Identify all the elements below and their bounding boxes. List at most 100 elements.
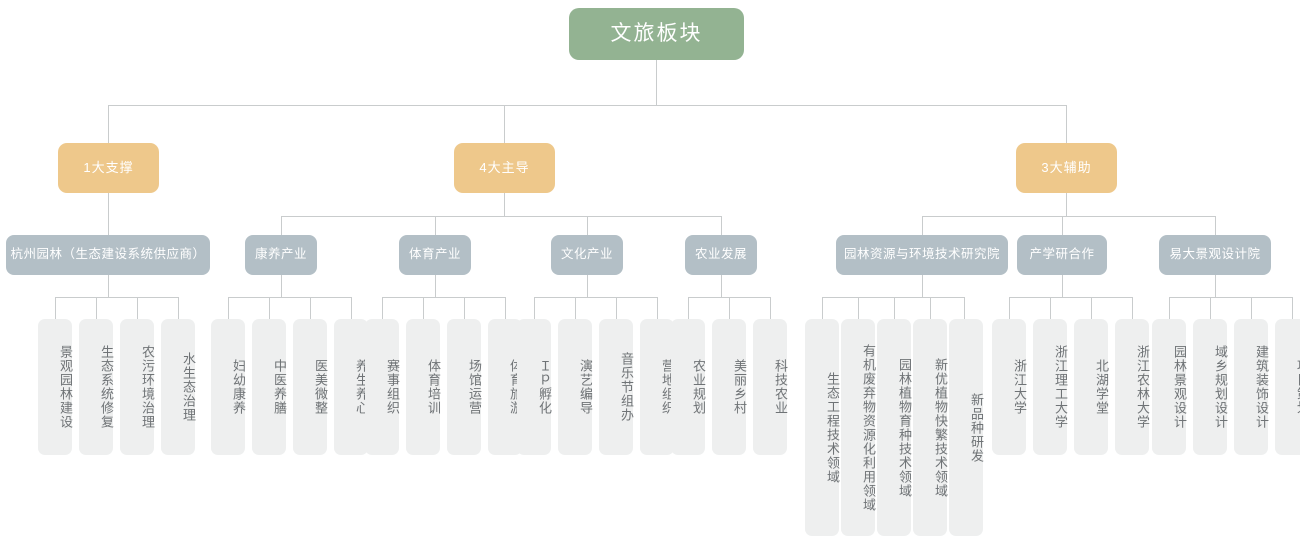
- node-pillar-1-label: 1大支撑: [83, 159, 134, 175]
- connector-branch5-stem: [721, 275, 722, 297]
- node-branch-agriculture-development[interactable]: 农业发展: [685, 235, 757, 275]
- connector-pillar3-stem: [1066, 193, 1067, 216]
- connector-bus-to-pillar-1: [108, 105, 109, 143]
- leaf-node[interactable]: 园林植物育种技术领域: [877, 319, 912, 536]
- connector-branch4-bus: [534, 297, 658, 298]
- leaf-node[interactable]: 域乡规划设计: [1193, 319, 1228, 455]
- leaf-label: 项目策划: [1295, 359, 1300, 415]
- connector-branch4-drop-1: [534, 297, 535, 319]
- leaf-node[interactable]: 北湖学堂: [1074, 319, 1109, 455]
- node-branch-culture-industry-label: 文化产业: [560, 247, 613, 262]
- leaf-node[interactable]: Ｉｐ孵化: [517, 319, 552, 455]
- connector-root-stem: [656, 60, 657, 105]
- leaf-node[interactable]: 美丽乡村: [712, 319, 747, 455]
- leaf-label: 浙江理工大学: [1053, 345, 1068, 429]
- leaf-node[interactable]: 体育旅游: [488, 319, 523, 455]
- node-branch-sports-industry[interactable]: 体育产业: [399, 235, 471, 275]
- leaf-node[interactable]: 建筑装饰设计: [1234, 319, 1269, 455]
- node-branch-agriculture-development-label: 农业发展: [694, 247, 747, 262]
- leaf-node[interactable]: 浙江大学: [992, 319, 1027, 455]
- leaf-label: 新品种研发: [969, 392, 984, 463]
- leaf-node[interactable]: 营地组织: [640, 319, 675, 455]
- leaf-node[interactable]: 妇幼康养: [211, 319, 246, 455]
- connector-branch4-stem: [587, 275, 588, 297]
- node-branch-hangzhou-garden-label: 杭州园林（生态建设系统供应商）: [10, 247, 206, 262]
- connector-branch4-drop-4: [657, 297, 658, 319]
- connector-branch6-drop-1: [822, 297, 823, 319]
- leaf-node[interactable]: 中医养膳: [252, 319, 287, 455]
- leaf-label: 建筑装饰设计: [1254, 345, 1269, 429]
- connector-pillar3-drop-1: [922, 216, 923, 235]
- leaf-node[interactable]: 新品种研发: [949, 319, 984, 536]
- node-root-label: 文旅板块: [610, 21, 703, 45]
- connector-branch5-drop-3: [770, 297, 771, 319]
- leaf-node[interactable]: 演艺编导: [558, 319, 593, 455]
- leaf-node[interactable]: 浙江理工大学: [1033, 319, 1068, 455]
- leaf-label: 域乡规划设计: [1213, 345, 1228, 429]
- connector-branch7-drop-2: [1050, 297, 1051, 319]
- leaf-node[interactable]: 养生养心: [334, 319, 369, 455]
- leaf-node[interactable]: 新优植物快繁技术领域: [913, 319, 948, 536]
- connector-pillar2-drop-4: [721, 216, 722, 235]
- connector-branch6-drop-3: [894, 297, 895, 319]
- node-branch-hangzhou-garden[interactable]: 杭州园林（生态建设系统供应商）: [6, 235, 210, 275]
- connector-bus-to-pillar-2: [504, 105, 505, 143]
- leaf-node[interactable]: 体育培训: [406, 319, 441, 455]
- node-branch-garden-research-institute[interactable]: 园林资源与环境技术研究院: [836, 235, 1008, 275]
- connector-branch2-drop-1: [228, 297, 229, 319]
- leaf-node[interactable]: 赛事组织: [365, 319, 400, 455]
- node-branch-sports-industry-label: 体育产业: [408, 247, 461, 262]
- connector-branch3-stem: [435, 275, 436, 297]
- leaf-node[interactable]: 科技农业: [753, 319, 788, 455]
- node-pillar-2-label: 4大主导: [479, 159, 530, 175]
- node-branch-culture-industry[interactable]: 文化产业: [551, 235, 623, 275]
- node-root-cultural-tourism[interactable]: 文旅板块: [569, 8, 744, 60]
- node-pillar-1-support[interactable]: 1大支撑: [58, 143, 159, 193]
- connector-branch3-drop-2: [423, 297, 424, 319]
- leaf-node[interactable]: 农业规划: [671, 319, 706, 455]
- connector-branch8-drop-3: [1251, 297, 1252, 319]
- leaf-node[interactable]: 医美微整: [293, 319, 328, 455]
- connector-branch8-drop-1: [1169, 297, 1170, 319]
- connector-branch6-drop-5: [964, 297, 965, 319]
- leaf-node[interactable]: 生态系统修复: [79, 319, 114, 455]
- leaf-node[interactable]: 园林景观设计: [1152, 319, 1187, 455]
- leaf-node[interactable]: 有机废弃物资源化利用领域: [841, 319, 876, 536]
- connector-pillar2-drop-1: [281, 216, 282, 235]
- leaf-node[interactable]: 浙江农林大学: [1115, 319, 1150, 455]
- leaf-label: 中医养膳: [272, 359, 287, 415]
- node-branch-industry-academia-cooperation-label: 产学研合作: [1029, 247, 1095, 262]
- node-branch-health-industry[interactable]: 康养产业: [245, 235, 317, 275]
- node-branch-yida-landscape-institute[interactable]: 易大景观设计院: [1159, 235, 1271, 275]
- leaf-label: 体育培训: [426, 359, 441, 415]
- leaf-node[interactable]: 音乐节组办: [599, 319, 634, 455]
- leaf-node[interactable]: 生态工程技术领域: [805, 319, 840, 536]
- node-branch-garden-research-institute-label: 园林资源与环境技术研究院: [844, 247, 1001, 262]
- connector-branch2-drop-2: [269, 297, 270, 319]
- connector-branch4-drop-3: [616, 297, 617, 319]
- connector-branch7-stem: [1062, 275, 1063, 297]
- connector-branch8-drop-4: [1292, 297, 1293, 319]
- node-pillar-3-auxiliary[interactable]: 3大辅助: [1016, 143, 1117, 193]
- leaf-node[interactable]: 场馆运营: [447, 319, 482, 455]
- node-pillar-2-leading[interactable]: 4大主导: [454, 143, 555, 193]
- node-branch-industry-academia-cooperation[interactable]: 产学研合作: [1017, 235, 1107, 275]
- connector-branch8-stem: [1215, 275, 1216, 297]
- leaf-label: 水生态治理: [181, 352, 196, 422]
- leaf-label: 场馆运营: [467, 359, 482, 415]
- leaf-label: 科技农业: [773, 359, 788, 415]
- connector-branch1-stem: [108, 275, 109, 297]
- leaf-label: 生态系统修复: [99, 345, 114, 429]
- connector-branch3-bus: [382, 297, 506, 298]
- leaf-node[interactable]: 项目策划: [1275, 319, 1300, 455]
- connector-root-bus: [108, 105, 1067, 106]
- leaf-node[interactable]: 景观园林建设: [38, 319, 73, 455]
- connector-branch5-drop-2: [729, 297, 730, 319]
- connector-branch6-stem: [922, 275, 923, 297]
- leaf-label: 浙江大学: [1012, 359, 1027, 415]
- leaf-node[interactable]: 农污环境治理: [120, 319, 155, 455]
- leaf-label: 园林景观设计: [1172, 345, 1187, 429]
- connector-branch1-drop-1: [55, 297, 56, 319]
- leaf-node[interactable]: 水生态治理: [161, 319, 196, 455]
